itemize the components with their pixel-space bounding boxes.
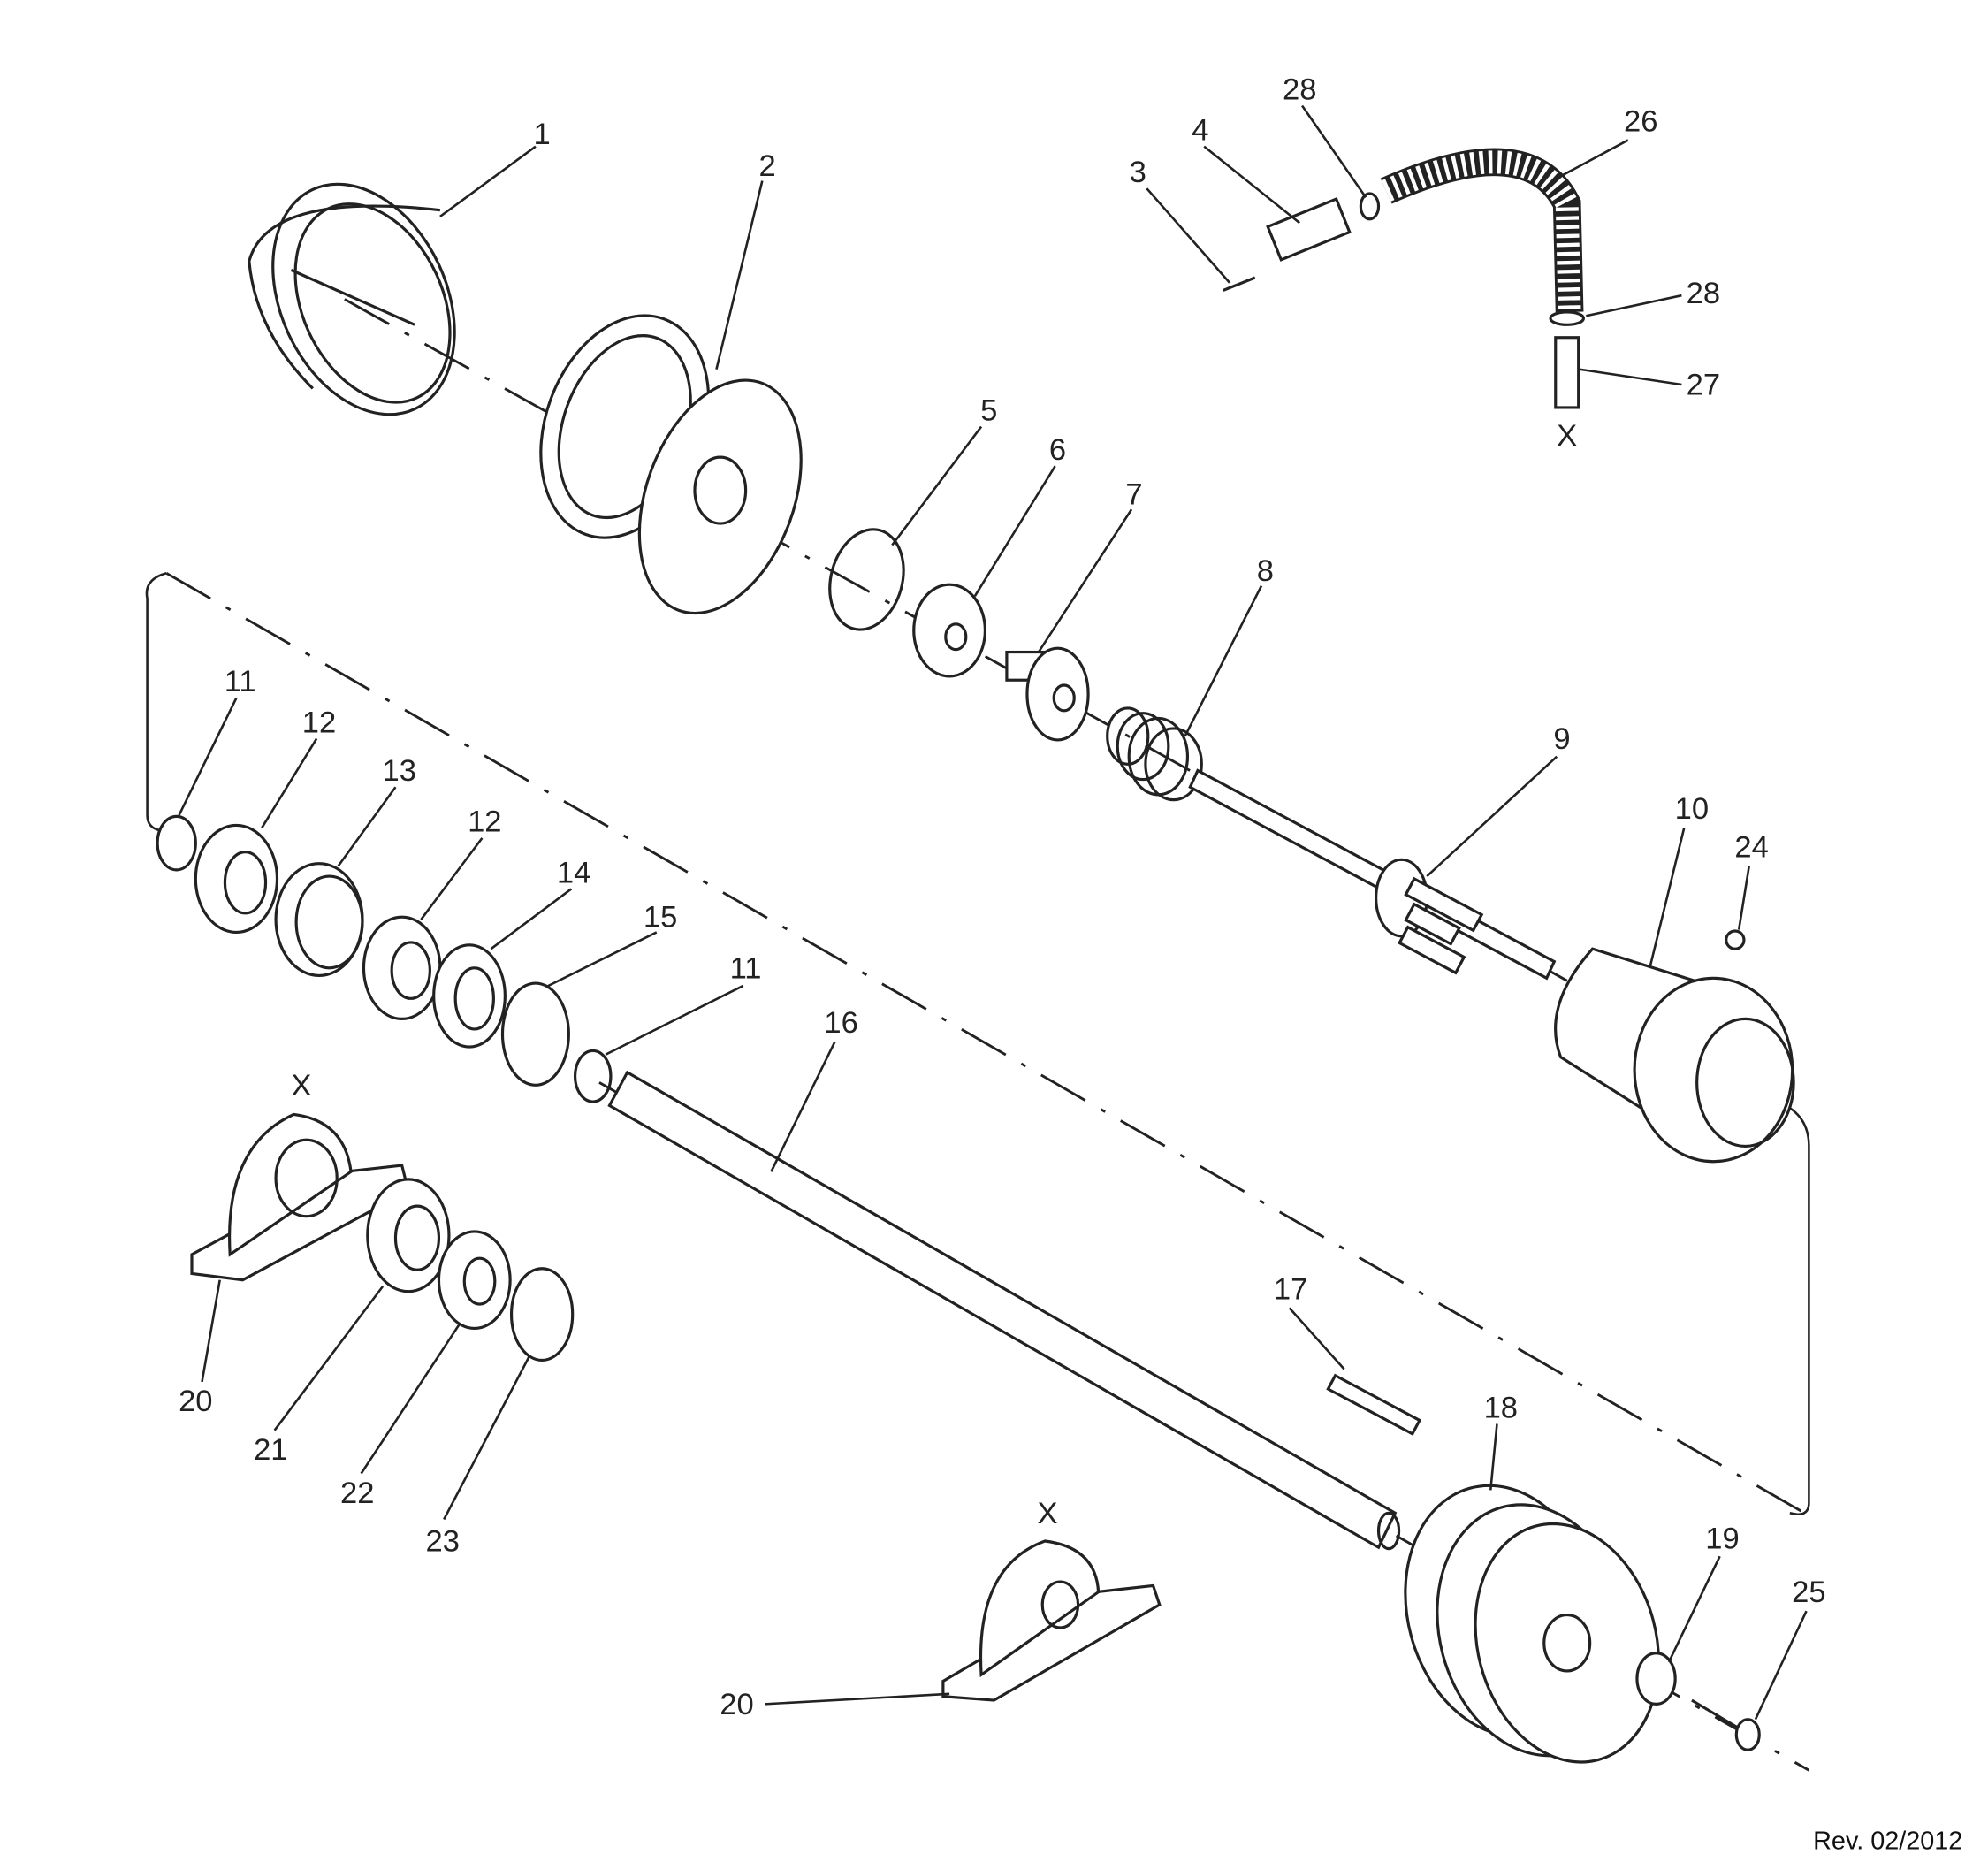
callout-6: 6 (1049, 433, 1066, 467)
callout-3: 3 (1130, 156, 1146, 189)
part-19-washer (1635, 1652, 1677, 1706)
callout-19: 19 (1705, 1522, 1739, 1556)
revision-label: Rev. 02/2012 (1813, 1828, 1962, 1856)
callout-x-block: X (291, 1069, 311, 1103)
callout-4: 4 (1192, 113, 1208, 147)
callout-10: 10 (1675, 792, 1709, 826)
callout-24: 24 (1734, 830, 1768, 864)
callout-26: 26 (1624, 104, 1657, 138)
bearing-stack (156, 814, 613, 1103)
bearing-set-21-23 (366, 1178, 575, 1362)
part-16-shaft (607, 1070, 1401, 1551)
callout-12b: 12 (468, 805, 501, 839)
callout-5: 5 (980, 393, 997, 427)
part-1-cone-cover (248, 182, 456, 416)
callout-28b: 28 (1687, 277, 1720, 310)
callout-x-hose: X (1557, 419, 1577, 453)
part-20-pillow-block-lower (941, 1539, 1162, 1702)
part-25-bolt (1691, 1698, 1761, 1751)
callout-x-block2: X (1037, 1497, 1057, 1530)
part-24-grease-fitting (1725, 929, 1746, 950)
part-2-flange-disc (539, 314, 803, 615)
callout-16: 16 (824, 1006, 857, 1040)
callout-21: 21 (254, 1433, 287, 1467)
part-10-housing (1554, 947, 1795, 1164)
callout-labels: 1 2 3 4 28 26 28 27 X 5 6 7 8 9 10 24 11… (179, 72, 1826, 1721)
callout-15: 15 (644, 901, 677, 935)
part-5-snap-ring (828, 528, 905, 631)
part-18-pulley (1404, 1484, 1660, 1764)
callout-23: 23 (426, 1525, 460, 1559)
callout-11: 11 (225, 665, 256, 698)
leader-lines (178, 104, 1808, 1721)
callout-14: 14 (557, 856, 590, 889)
hose-assembly (1223, 148, 1586, 409)
callout-8: 8 (1257, 554, 1274, 588)
callout-25: 25 (1792, 1576, 1825, 1609)
callout-11b: 11 (730, 951, 762, 985)
callout-20b: 20 (720, 1688, 753, 1721)
callout-12: 12 (302, 706, 336, 739)
callout-27: 27 (1687, 369, 1720, 402)
part-8-spring (1106, 706, 1203, 802)
part-6-washer (912, 583, 987, 678)
callout-22: 22 (340, 1477, 374, 1510)
callout-17: 17 (1274, 1272, 1307, 1306)
part-9-rod-hub (1188, 768, 1557, 981)
callout-20: 20 (179, 1385, 212, 1418)
callout-9: 9 (1553, 722, 1570, 756)
callout-28: 28 (1283, 72, 1316, 106)
callout-7: 7 (1125, 477, 1142, 511)
callout-1: 1 (534, 118, 551, 151)
callout-18: 18 (1484, 1391, 1518, 1424)
callout-13: 13 (383, 754, 416, 788)
callout-2: 2 (758, 149, 775, 183)
part-17-key (1326, 1373, 1422, 1436)
part-7-spring-seat (1005, 646, 1090, 742)
